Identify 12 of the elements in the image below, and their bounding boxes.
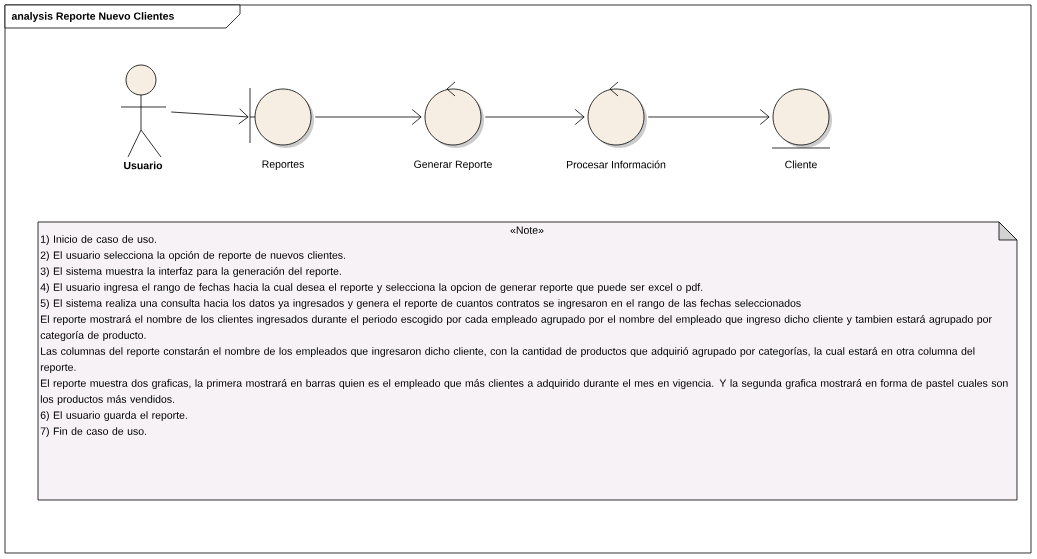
node-label: Usuario [124, 161, 163, 170]
node-label: Reportes [262, 160, 304, 170]
arrow [647, 109, 770, 125]
actor-figure: Usuario [120, 64, 167, 170]
node-label: Cliente [785, 160, 817, 169]
arrow [314, 109, 422, 125]
node-label: Procesar Información [566, 160, 666, 169]
arrow [170, 108, 249, 125]
arrow [484, 109, 585, 125]
node-label: Generar Reporte [414, 160, 492, 171]
note-box: «Note» 1) Inicio de caso de uso. 2) El usuario selecciona la opción de reporte de nuevos clientes. 3) El sistema muestra la interfaz para la generación del reporte. 4) El usuario ingresa el rango de fechas hacia la cual desea el reporte y selecciona la opcion de generar reporte que puede ser excel o pdf. 5) El sistema realiza una consulta hacia los datos ya ingresados y genera el reporte de cuantos contratos se ingresaron en el rango de las fechas seleccionados El reporte mostrará el nombre de los clientes ingresados durante el periodo escogido por cada empleado agrupado por el nombre del empleado que ingreso dicho cliente y tambien estará agrupado por categoría de producto. Las columnas del reporte constarán el nombre de los empleados que ingresaron dicho cliente, con la cantidad de productos que adquirió agrupado por categorías, la cual estará en otra columna del reporte. El reporte muestra dos graficas, la primera mostrará en barras quien es el empleado que más clientes a adquirido durante el mes en vigencia. Y la segunda grafica mostrará en forma de pastel cuales son los productos más vendidos. 6) El usuario guarda el reporte. 7) Fin de caso de uso. [37, 221, 1018, 501]
frame-title-tab: analysis Reporte Nuevo Clientes [4, 4, 241, 29]
